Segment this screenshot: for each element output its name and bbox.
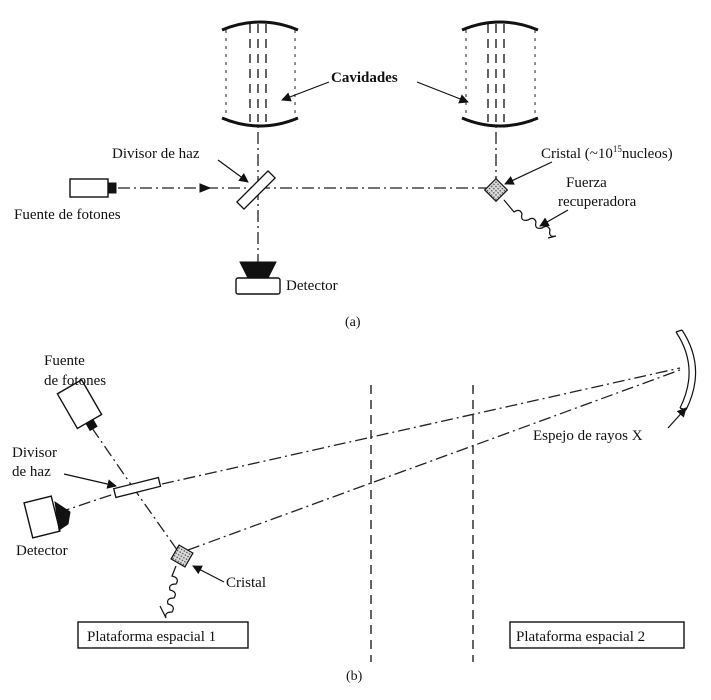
beam-splitter bbox=[235, 169, 277, 211]
beam-splitter-b bbox=[112, 476, 162, 499]
beam-b-source-to-splitter bbox=[91, 427, 133, 487]
fuerza-arrow bbox=[539, 209, 569, 227]
caption-a: (a) bbox=[345, 315, 361, 330]
plataforma-1-label: Plataforma espacial 1 bbox=[87, 629, 216, 645]
cristal-b-label: Cristal bbox=[226, 575, 266, 591]
cristal-arrow bbox=[504, 161, 553, 185]
detector-b bbox=[23, 495, 71, 539]
beam-b-splitter-to-mirror bbox=[161, 367, 681, 485]
fuente-label: Fuente de fotones bbox=[14, 207, 121, 223]
cavidades-label: Cavidades bbox=[331, 70, 398, 86]
plataforma-1: Plataforma espacial 1 bbox=[77, 621, 249, 649]
cristal-label: Cristal (~1015nucleos) bbox=[541, 144, 673, 162]
panel-b: Fuente de fotones Divisor de haz Detecto… bbox=[12, 329, 697, 684]
spring-b bbox=[159, 565, 178, 619]
divisor-b-arrow bbox=[63, 473, 117, 489]
caption-b: (b) bbox=[346, 669, 363, 684]
beam-b-splitter-to-crystal bbox=[131, 485, 181, 555]
crystal-b bbox=[170, 544, 194, 568]
cavidades-arrow-right bbox=[416, 81, 469, 104]
beam-arrow-head bbox=[199, 183, 212, 193]
detector bbox=[235, 261, 281, 295]
photon-source-b bbox=[56, 378, 103, 432]
divisor-label: Divisor de haz bbox=[112, 146, 200, 162]
plataforma-2-label: Plataforma espacial 2 bbox=[516, 629, 645, 645]
fuente-b-label-line1: Fuente bbox=[44, 353, 85, 369]
plataforma-2: Plataforma espacial 2 bbox=[509, 621, 685, 649]
left-cavity bbox=[221, 20, 299, 128]
spring bbox=[503, 199, 557, 239]
divisor-arrow bbox=[217, 159, 249, 183]
panel-a: Cavidades Divisor de haz Cristal (~1015n… bbox=[14, 20, 673, 330]
fuente-b-label-line2: de fotones bbox=[44, 373, 106, 389]
divisor-b-label-line1: Divisor bbox=[12, 445, 57, 461]
espejo-arrow bbox=[667, 407, 687, 429]
right-cavity bbox=[461, 20, 539, 128]
beam-b-crystal-to-mirror bbox=[187, 369, 681, 551]
espejo-label: Espejo de rayos X bbox=[533, 428, 643, 444]
crystal bbox=[483, 177, 509, 203]
cavidades-arrow-left bbox=[281, 81, 330, 102]
photon-source bbox=[69, 178, 117, 198]
cristal-b-arrow bbox=[192, 565, 225, 583]
fuerza-label-line2: recuperadora bbox=[558, 194, 637, 210]
fuerza-label-line1: Fuerza bbox=[566, 175, 607, 191]
detector-b-label: Detector bbox=[16, 543, 68, 559]
divisor-b-label-line2: de haz bbox=[12, 464, 51, 480]
detector-label: Detector bbox=[286, 278, 338, 294]
